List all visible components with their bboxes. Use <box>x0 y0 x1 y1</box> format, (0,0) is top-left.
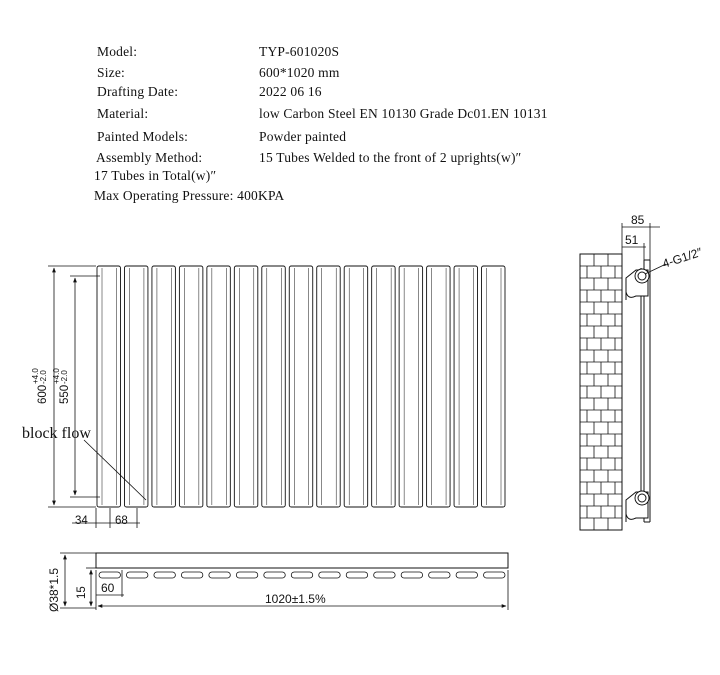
front-tube <box>96 265 121 508</box>
top-view-body <box>95 552 509 569</box>
top-view-tube-slot <box>428 571 451 579</box>
top-view-tube-slot <box>208 571 231 579</box>
spec-size-label: Size: <box>97 65 125 80</box>
bottom-offset-dimension <box>72 508 140 528</box>
spec-material: Material: low Carbon Steel EN 10130 Grad… <box>97 106 617 124</box>
spec-material-label: Material: <box>97 106 149 121</box>
overall-height-dimension <box>48 265 96 508</box>
top-view-tube-slot <box>180 571 204 579</box>
front-tubes <box>96 265 506 508</box>
brick-wall <box>579 253 623 531</box>
depth-dimensions <box>621 223 660 262</box>
front-tube <box>481 265 506 508</box>
block-flow-leader <box>83 439 147 501</box>
offset-spacing-label: 68 <box>115 515 128 527</box>
overall-width-label: 1020±1.5% <box>265 592 326 606</box>
front-tube <box>371 265 396 508</box>
top-view-tube-slot <box>345 571 369 579</box>
connection-label: 4-G1/2″ <box>661 245 705 271</box>
overall-height-tol-upper: +4.0 <box>31 368 40 384</box>
spec-material-value: low Carbon Steel EN 10130 Grade Dc01.EN … <box>259 106 548 121</box>
front-view: 600 +4.0 -2.0 550 +4.0 -2.0 34 68 blo <box>22 265 506 528</box>
top-view-tube-slot <box>373 571 396 579</box>
edge-offset-label: 60 <box>101 581 115 595</box>
inner-height-dimension <box>70 275 100 498</box>
front-tube <box>261 265 286 508</box>
bottom-bracket <box>625 490 650 522</box>
top-view-tube-slot <box>318 571 341 579</box>
top-view: Ø38*1.5 15 60 1020±1.5% <box>47 552 509 612</box>
spec-model: Model: TYP-601020S <box>97 44 517 62</box>
tube-depth-label: 15 <box>76 586 88 599</box>
spec-painted-models-label: Painted Models: <box>97 129 189 144</box>
offset-left-label: 34 <box>75 515 88 527</box>
depth-inner-label: 51 <box>625 233 639 247</box>
front-tube <box>178 265 204 508</box>
front-tube <box>426 265 451 508</box>
spec-painted-models-value: Powder painted <box>259 129 347 144</box>
front-tube <box>233 265 259 508</box>
front-tube <box>206 265 231 508</box>
top-view-tube-slot <box>235 571 259 579</box>
side-view: 85 51 4-G1/2″ <box>579 213 705 531</box>
front-tube <box>453 265 478 508</box>
top-view-tube-slot <box>483 571 506 579</box>
spec-size-value: 600*1020 mm <box>259 65 340 80</box>
overall-height-label: 600 <box>37 385 49 404</box>
spec-tubes-total: 17 Tubes in Total(w)″ <box>94 168 394 186</box>
top-view-tube-slot <box>400 571 423 579</box>
spec-max-pressure-text: Max Operating Pressure: 400KPA <box>94 188 285 203</box>
inner-height-tol-lower: -2.0 <box>60 370 69 384</box>
connection-leader <box>644 263 667 275</box>
spec-tubes-total-text: 17 Tubes in Total(w)″ <box>94 168 217 183</box>
front-tube <box>124 265 149 508</box>
top-view-tube-slot <box>455 571 478 579</box>
top-view-dimensions <box>60 552 509 610</box>
front-tube <box>343 265 369 508</box>
spec-model-value: TYP-601020S <box>259 44 340 59</box>
overall-height-tol-lower: -2.0 <box>39 370 48 384</box>
top-view-tube-slot <box>98 571 121 579</box>
front-tube <box>288 265 314 508</box>
spec-painted-models: Painted Models: Powder painted <box>97 129 517 147</box>
top-view-tube-slot <box>263 571 286 579</box>
spec-drafting-date: Drafting Date: 2022 06 16 <box>97 84 517 102</box>
top-view-tube-slot <box>153 571 176 579</box>
spec-drafting-date-value: 2022 06 16 <box>259 84 322 99</box>
top-bracket <box>625 268 650 300</box>
depth-total-label: 85 <box>631 213 645 227</box>
spec-drafting-date-label: Drafting Date: <box>97 84 179 99</box>
tube-diameter-label: Ø38*1.5 <box>47 568 61 612</box>
spec-assembly-method: Assembly Method: 15 Tubes Welded to the … <box>96 150 616 168</box>
inner-height-tol-upper: +4.0 <box>52 368 61 384</box>
top-view-slots <box>98 571 506 579</box>
spec-max-pressure: Max Operating Pressure: 400KPA <box>94 188 394 206</box>
front-tube <box>151 265 176 508</box>
top-view-tube-slot <box>290 571 314 579</box>
spec-assembly-method-label: Assembly Method: <box>96 150 203 165</box>
inner-height-label: 550 <box>59 385 71 404</box>
spec-model-label: Model: <box>97 44 138 59</box>
block-flow-label: block flow <box>22 425 91 442</box>
front-tube <box>398 265 424 508</box>
front-tube <box>316 265 341 508</box>
spec-assembly-method-value: 15 Tubes Welded to the front of 2 uprigh… <box>259 150 522 165</box>
spec-size: Size: 600*1020 mm <box>97 65 517 83</box>
top-view-tube-slot <box>126 571 149 579</box>
radiator-side-profile <box>640 259 651 523</box>
